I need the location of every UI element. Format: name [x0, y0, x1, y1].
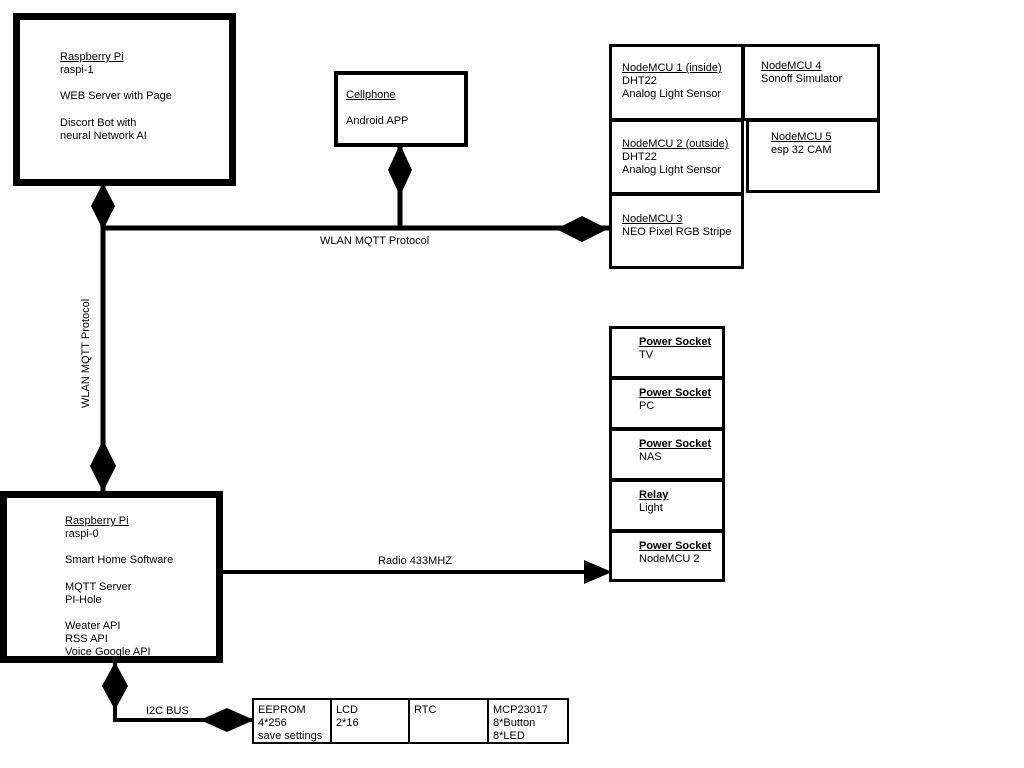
raspi-0-line1: Smart Home Software: [65, 554, 174, 566]
socket-pc-box: Power Socket PC: [609, 377, 725, 430]
diamond-raspi0: [90, 440, 116, 492]
rtc-box: RTC: [408, 698, 489, 744]
socket-nodemcu2-title: Power Socket: [639, 540, 712, 552]
mcp23017-title: MCP23017: [493, 704, 549, 716]
radio-label: Radio 433MHZ: [378, 555, 452, 567]
eeprom-line2: save settings: [258, 730, 323, 742]
nodemcu-2-line1: DHT22: [622, 151, 657, 163]
diamond-raspi1: [91, 183, 115, 230]
raspi-0-line2: MQTT Server: [65, 581, 132, 593]
nodemcu-1-title: NodeMCU 1 (inside): [622, 62, 722, 74]
raspi-0-line6: Voice Google API: [65, 646, 151, 658]
socket-nas-box: Power Socket NAS: [609, 428, 725, 481]
nodemcu-2-title: NodeMCU 2 (outside): [622, 138, 729, 150]
lcd-box: LCD 2*16: [330, 698, 410, 744]
cellphone-title: Cellphone: [346, 89, 396, 101]
radio-arrowhead: [584, 560, 612, 584]
lcd-line1: 2*16: [336, 717, 359, 729]
mcp23017-line1: 8*Button: [493, 717, 536, 729]
i2c-label: I2C BUS: [146, 705, 189, 717]
raspi-0-box: Raspberry Pi raspi-0 Smart Home Software…: [0, 491, 223, 663]
nodemcu-1-line1: DHT22: [622, 75, 657, 87]
socket-pc-label: PC: [639, 400, 655, 412]
socket-nas-title: Power Socket: [639, 438, 712, 450]
diamond-cellphone: [388, 144, 412, 196]
raspi-0-title: Raspberry Pi: [65, 515, 129, 527]
nodemcu-1-box: NodeMCU 1 (inside) DHT22 Analog Light Se…: [609, 44, 744, 121]
nodemcu-2-box: NodeMCU 2 (outside) DHT22 Analog Light S…: [609, 119, 744, 195]
nodemcu-2-line2: Analog Light Sensor: [622, 164, 722, 176]
raspi-0-line5: RSS API: [65, 633, 108, 645]
diamond-raspi0-bottom: [102, 662, 128, 710]
socket-nodemcu2-box: Power Socket NodeMCU 2: [609, 530, 725, 582]
socket-tv-box: Power Socket TV: [609, 326, 725, 379]
raspi-1-name: raspi-1: [60, 64, 94, 76]
nodemcu-3-title: NodeMCU 3: [622, 213, 683, 225]
rtc-title: RTC: [414, 704, 437, 716]
diamond-i2c: [200, 708, 254, 732]
raspi-1-box: Raspberry Pi raspi-1 WEB Server with Pag…: [13, 13, 236, 186]
nodemcu-5-title: NodeMCU 5: [771, 131, 832, 143]
relay-light-label: Light: [639, 502, 663, 514]
socket-nas-label: NAS: [639, 451, 662, 463]
nodemcu-3-line1: NEO Pixel RGB Stripe: [622, 226, 732, 238]
raspi-1-line3: neural Network AI: [60, 130, 147, 142]
eeprom-title: EEPROM: [258, 704, 306, 716]
raspi-0-name: raspi-0: [65, 528, 99, 540]
nodemcu-5-box: NodeMCU 5 esp 32 CAM: [746, 119, 880, 193]
raspi-1-line1: WEB Server with Page: [60, 90, 172, 102]
eeprom-box: EEPROM 4*256 save settings: [252, 698, 332, 744]
nodemcu-3-box: NodeMCU 3 NEO Pixel RGB Stripe: [609, 193, 744, 269]
nodemcu-4-title: NodeMCU 4: [761, 60, 822, 72]
cellphone-line1: Android APP: [346, 115, 409, 127]
relay-light-title: Relay: [639, 489, 669, 501]
raspi-1-title: Raspberry Pi: [60, 51, 124, 63]
raspi-1-line2: Discort Bot with: [60, 117, 137, 129]
relay-light-box: Relay Light: [609, 479, 725, 532]
socket-tv-title: Power Socket: [639, 336, 712, 348]
raspi-0-line4: Weater API: [65, 620, 121, 632]
cellphone-box: Cellphone Android APP: [334, 71, 468, 147]
socket-tv-label: TV: [639, 349, 654, 361]
mcp23017-line2: 8*LED: [493, 730, 525, 742]
mcp23017-box: MCP23017 8*Button 8*LED: [487, 698, 569, 744]
nodemcu-1-line2: Analog Light Sensor: [622, 88, 722, 100]
diamond-nodemcu: [556, 216, 608, 242]
socket-pc-title: Power Socket: [639, 387, 712, 399]
nodemcu-5-line1: esp 32 CAM: [771, 144, 832, 156]
wlan-label-horizontal: WLAN MQTT Protocol: [320, 235, 430, 247]
nodemcu-4-box: NodeMCU 4 Sonoff Simulator: [742, 44, 880, 121]
eeprom-line1: 4*256: [258, 717, 287, 729]
lcd-title: LCD: [336, 704, 359, 716]
wlan-label-vertical: WLAN MQTT Protocol: [80, 298, 92, 408]
nodemcu-4-line1: Sonoff Simulator: [761, 73, 843, 85]
socket-nodemcu2-label: NodeMCU 2: [639, 553, 700, 565]
raspi-0-line3: PI-Hole: [65, 594, 102, 606]
